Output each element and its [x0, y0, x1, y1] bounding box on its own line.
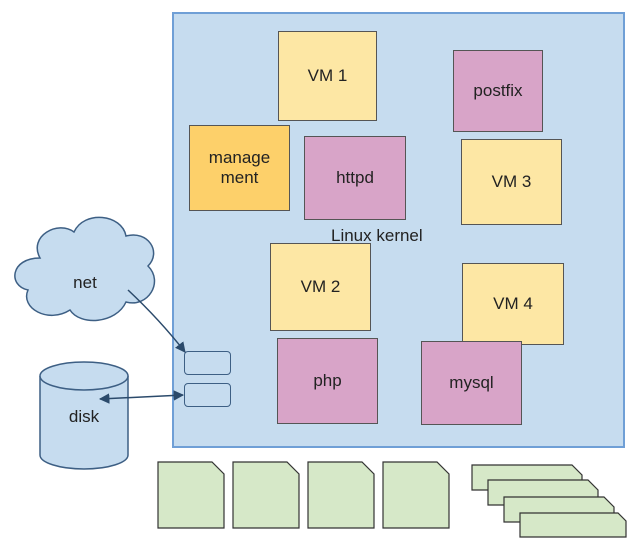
- vm-1-label: VM 1: [307, 66, 348, 86]
- php-box: php: [277, 338, 378, 424]
- httpd-label: httpd: [336, 168, 374, 188]
- storage-file-3-icon: [307, 461, 375, 529]
- net-cloud-icon: [14, 216, 156, 322]
- management-box: manage ment: [189, 125, 290, 211]
- disk-label: disk: [68, 407, 100, 427]
- disk-link-arrow: [98, 390, 185, 404]
- vm-3-box: VM 3: [461, 139, 562, 225]
- host-machine: [172, 12, 625, 448]
- postfix-box: postfix: [453, 50, 543, 132]
- vm-2-label: VM 2: [300, 277, 341, 297]
- php-label: php: [313, 371, 342, 391]
- storage-file-4-icon: [382, 461, 450, 529]
- vm-4-label: VM 4: [493, 294, 533, 314]
- net-link-arrow: [127, 289, 186, 353]
- nic-port-2: [184, 383, 231, 407]
- vm-2-box: VM 2: [270, 243, 371, 331]
- storage-sheet-4-icon: [519, 512, 627, 538]
- vm-1-box: VM 1: [278, 31, 377, 121]
- net-label: net: [73, 273, 97, 293]
- mysql-label: mysql: [449, 373, 494, 393]
- kernel-label: Linux kernel: [331, 226, 423, 245]
- nic-port-1: [184, 351, 231, 375]
- vm-3-label: VM 3: [491, 172, 532, 192]
- httpd-box: httpd: [304, 136, 406, 220]
- storage-file-2-icon: [232, 461, 300, 529]
- mysql-box: mysql: [421, 341, 522, 425]
- storage-file-1-icon: [157, 461, 225, 529]
- management-label: manage ment: [208, 148, 271, 187]
- postfix-label: postfix: [473, 81, 523, 101]
